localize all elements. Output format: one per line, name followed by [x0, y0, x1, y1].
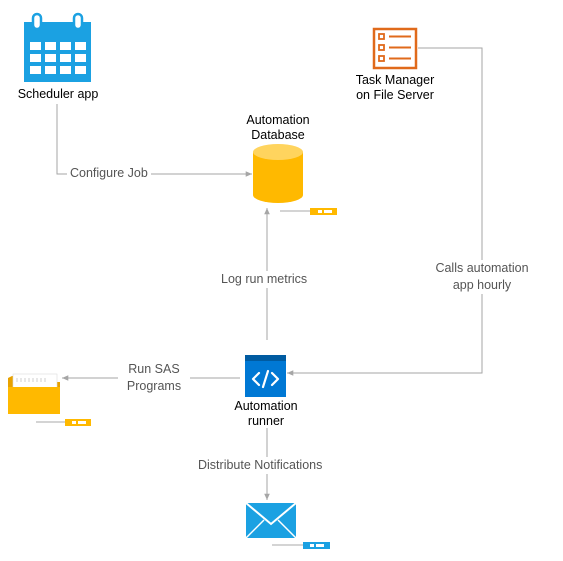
- folder-key-icon: [36, 419, 91, 426]
- scheduler-label: Scheduler app: [17, 87, 99, 101]
- database-key-icon: [280, 208, 337, 215]
- edge-label-calls-line1: Calls automation: [435, 261, 529, 275]
- database-label: Automation Database: [222, 113, 334, 143]
- task-manager-label-line2: on File Server: [356, 88, 434, 102]
- database-label-line2: Database: [251, 128, 305, 142]
- runner-label-line2: runner: [247, 414, 285, 428]
- edge-label-run-sas-line2: Programs: [126, 379, 182, 393]
- email-key-icon: [272, 542, 330, 549]
- checklist-icon: [372, 27, 418, 70]
- runner-label-line1: Automation: [234, 399, 298, 413]
- envelope-icon: [245, 502, 297, 539]
- connector-configure-job: [56, 104, 252, 177]
- folder-icon: [8, 373, 60, 414]
- edge-label-log-run-metrics: Log run metrics: [218, 271, 311, 288]
- edge-label-run-sas: Run SAS Programs: [118, 361, 190, 395]
- database-icon: [253, 144, 303, 203]
- edge-label-calls-line2: app hourly: [452, 278, 512, 292]
- edge-label-configure-job: Configure Job: [67, 165, 151, 182]
- runner-label: Automation runner: [216, 399, 316, 429]
- edge-label-distribute: Distribute Notifications: [195, 457, 326, 474]
- code-window-icon: [245, 355, 286, 397]
- task-manager-label-line1: Task Manager: [355, 73, 435, 87]
- database-label-line1: Automation: [246, 113, 310, 127]
- edge-label-calls-automation: Calls automation app hourly: [424, 260, 540, 294]
- task-manager-label: Task Manager on File Server: [336, 73, 454, 103]
- edge-label-run-sas-line1: Run SAS: [128, 362, 180, 376]
- connector-calls-automation: [287, 47, 483, 376]
- calendar-icon: [24, 12, 91, 82]
